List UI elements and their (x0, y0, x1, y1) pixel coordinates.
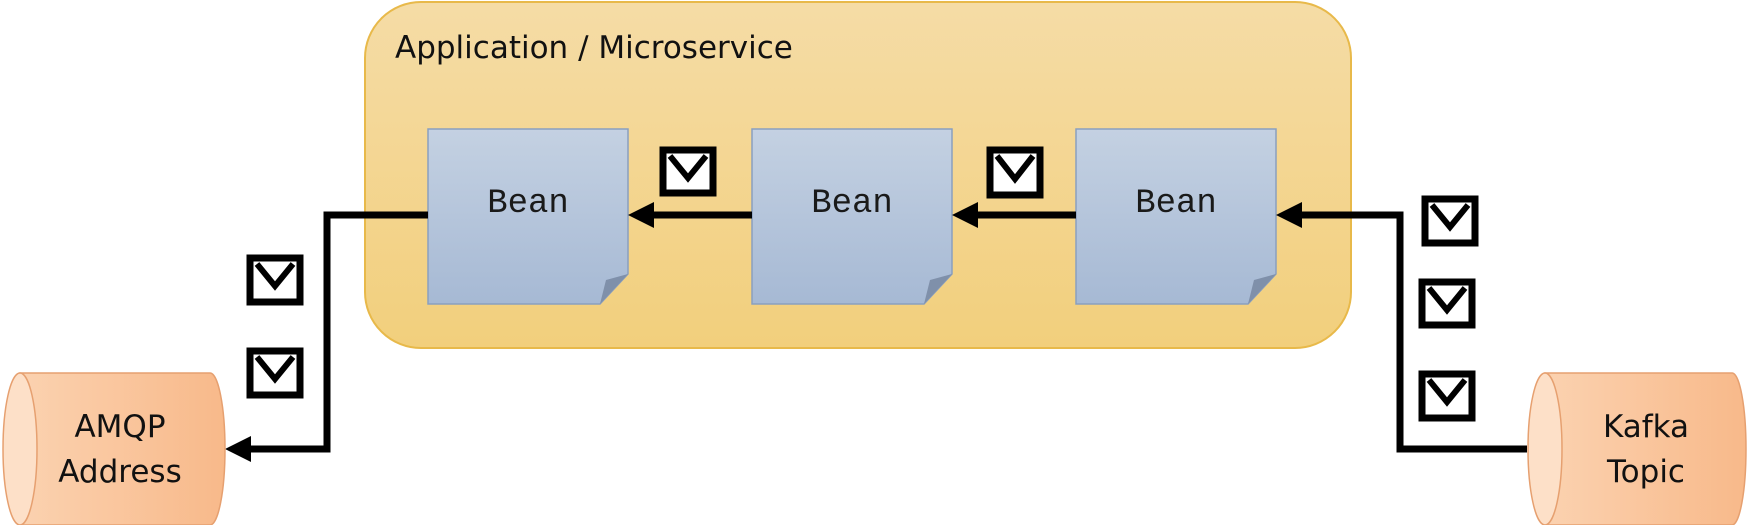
envelope-icon (1418, 370, 1476, 422)
bean-middle: Bean (751, 128, 953, 305)
envelope-icon (986, 146, 1044, 199)
flow-bean-middle-to-left (628, 202, 752, 228)
bean-right-label: Bean (1135, 185, 1217, 223)
envelope-icon (659, 146, 717, 197)
bean-right-fold (1248, 274, 1276, 304)
bean-middle-fold (924, 274, 952, 304)
flow-kafka-to-bean (1276, 202, 1527, 453)
amqp-label-line1: AMQP (74, 409, 165, 445)
amqp-address-cylinder: AMQP Address (2, 372, 226, 525)
bean-left: Bean (427, 128, 629, 305)
kafka-label-line1: Kafka (1603, 409, 1689, 445)
bean-left-fold (600, 274, 628, 304)
bean-middle-label: Bean (811, 185, 893, 223)
flow-bean-to-amqp (225, 211, 428, 462)
bean-right: Bean (1075, 128, 1277, 305)
bean-left-label: Bean (487, 185, 569, 223)
envelope-icon (246, 254, 304, 306)
envelope-icon (246, 347, 304, 399)
flow-bean-right-to-middle (952, 202, 1076, 228)
envelope-icon (1418, 278, 1476, 329)
kafka-topic-cylinder: Kafka Topic (1527, 372, 1747, 525)
amqp-label-line2: Address (58, 454, 181, 490)
application-title: Application / Microservice (395, 30, 793, 66)
envelope-icon (1421, 195, 1479, 247)
kafka-label-line2: Topic (1606, 454, 1685, 490)
